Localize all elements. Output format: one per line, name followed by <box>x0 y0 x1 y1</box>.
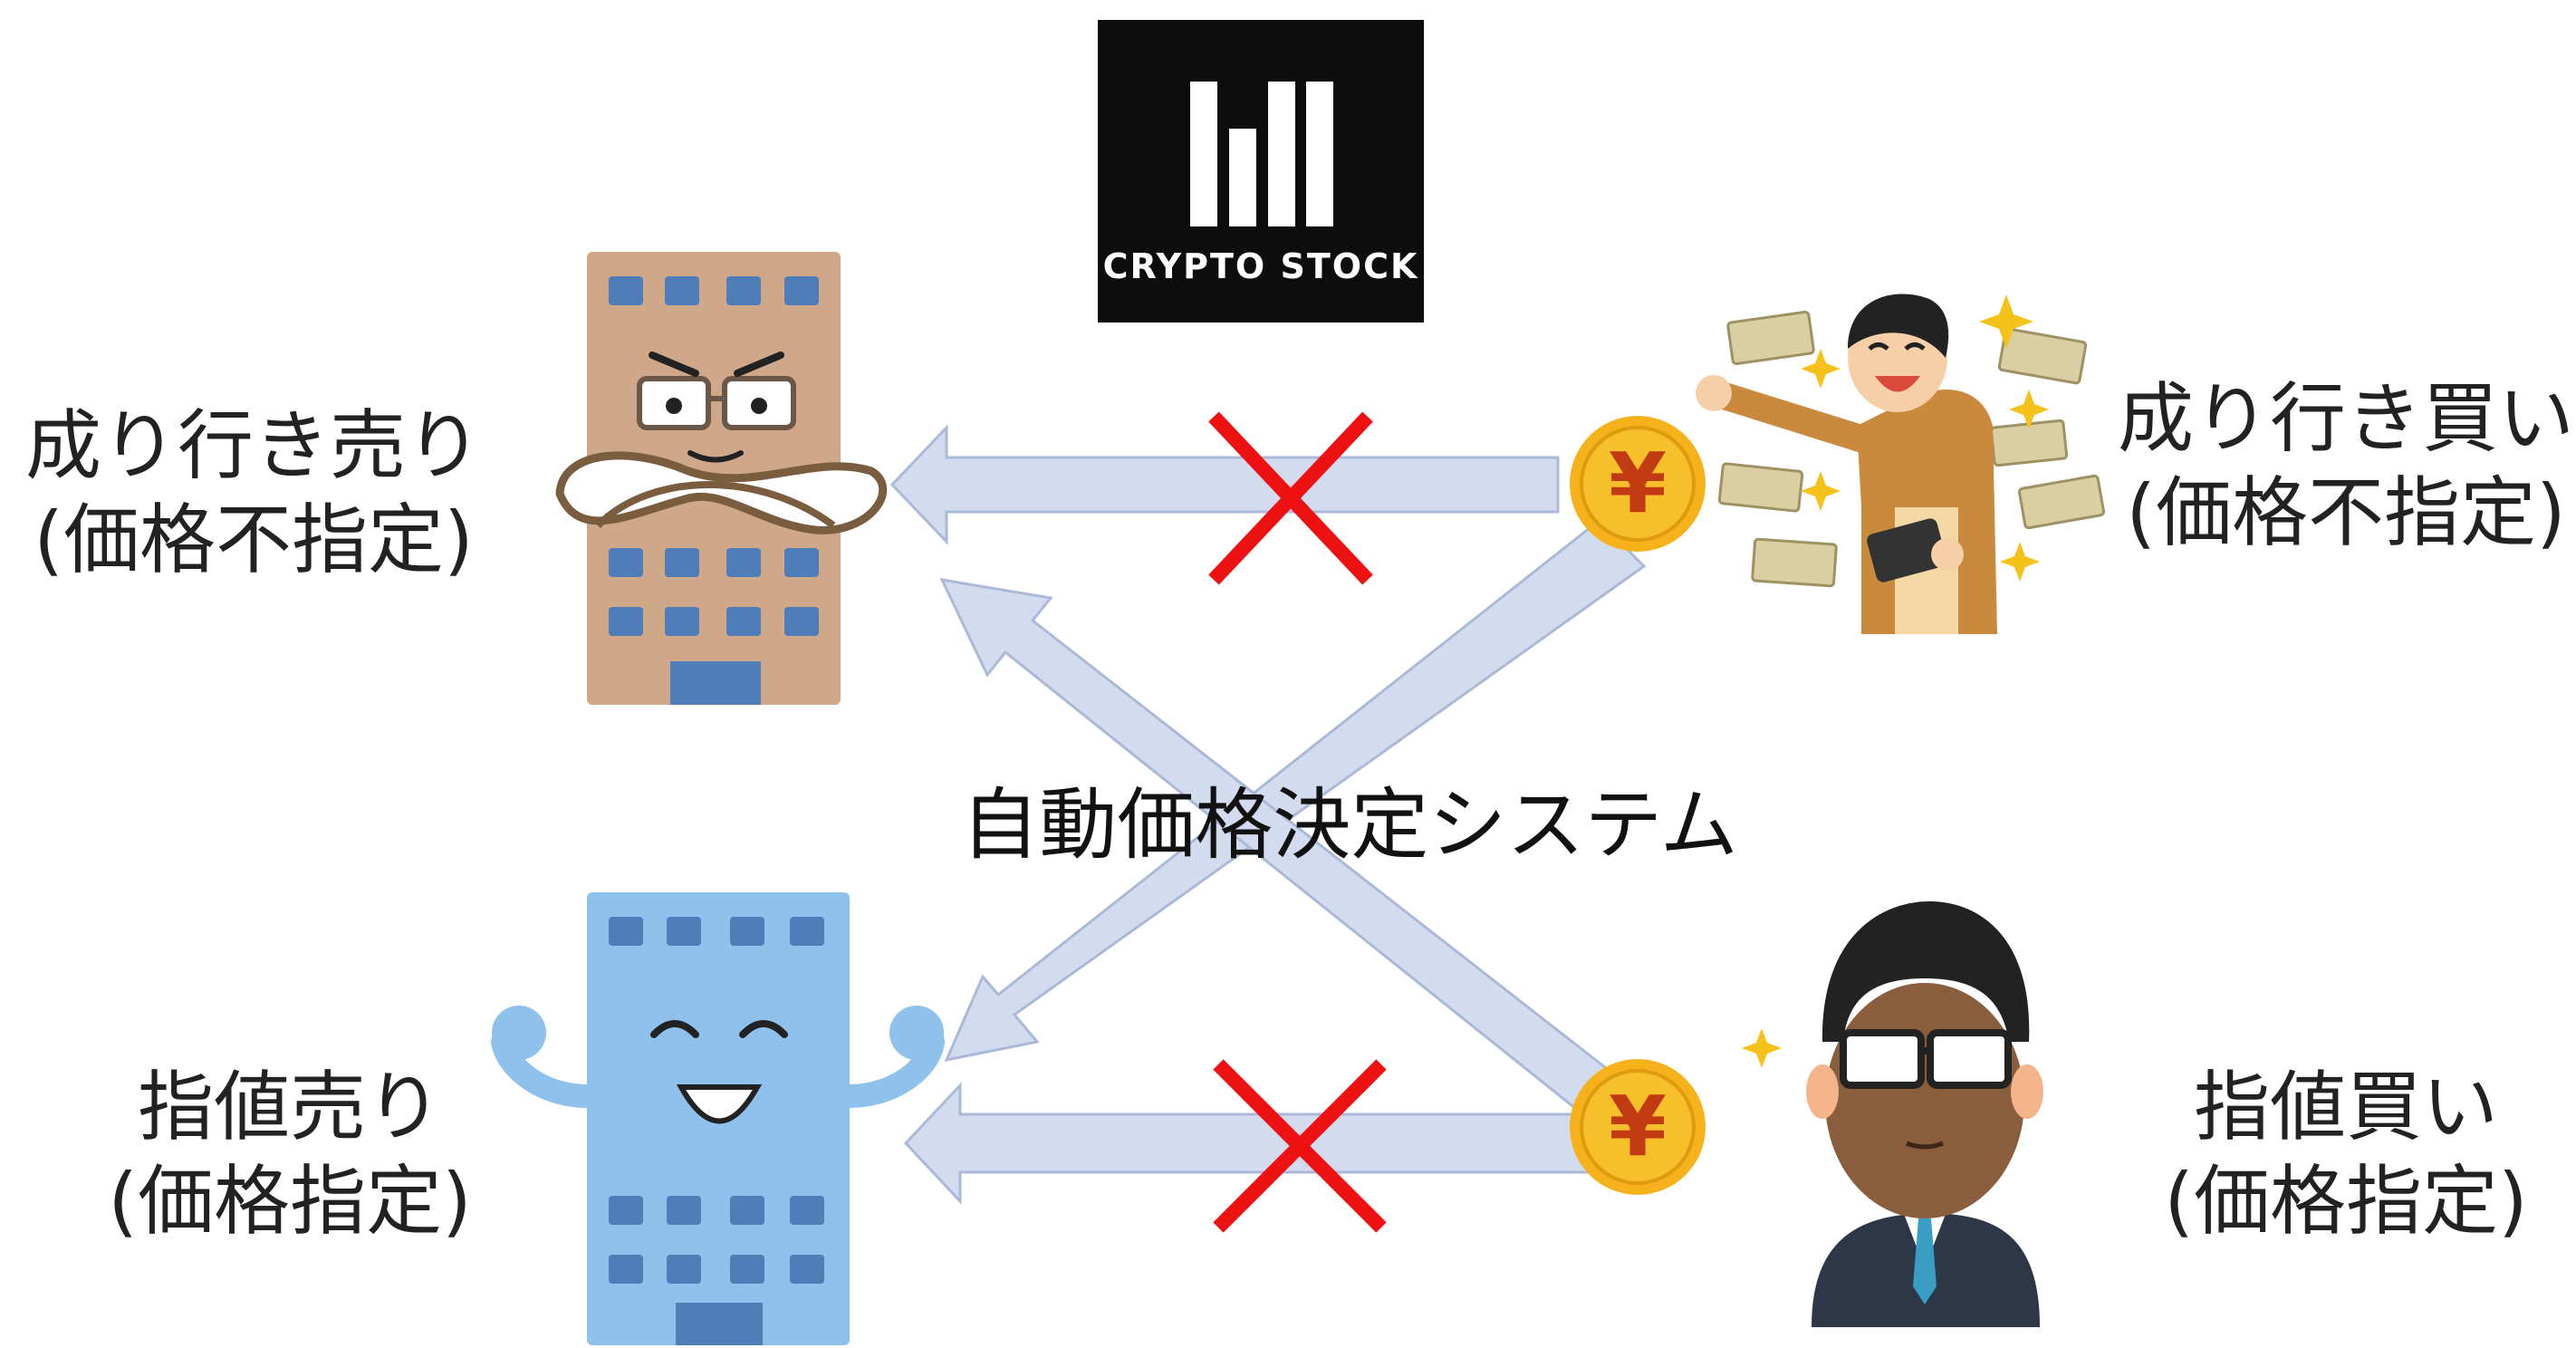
market-buy-subtitle: (価格不指定) <box>2126 468 2566 557</box>
businessman-with-glasses-icon <box>1742 901 2043 1327</box>
market-sell-subtitle: (価格不指定) <box>34 496 474 584</box>
arrow-market-buy-to-limit-sell <box>944 518 1647 1063</box>
auto-pricing-system-label: 自動価格決定システム <box>961 780 1738 871</box>
yen-symbol: ¥ <box>1608 1078 1667 1175</box>
market-buy-title: 成り行き買い <box>2117 374 2574 463</box>
limit-buy-label: 指値買い (価格指定) <box>2147 1060 2545 1248</box>
limit-sell-subtitle: (価格指定) <box>108 1157 472 1246</box>
crypto-stock-logo: CRYPTO STOCK <box>1098 20 1424 323</box>
limit-sell-label: 指値売り (価格指定) <box>100 1060 480 1248</box>
market-buy-label: 成り行き買い (価格不指定) <box>2110 371 2576 560</box>
rich-man-throwing-money-icon <box>1696 294 2106 634</box>
market-sell-label: 成り行き売り (価格不指定) <box>18 399 489 587</box>
logo-text: CRYPTO STOCK <box>1102 246 1419 286</box>
arrow-limit-buy-to-market-sell <box>939 578 1633 1126</box>
yen-symbol: ¥ <box>1608 435 1667 532</box>
arrow-limit-buy-to-limit-sell <box>903 1082 1623 1205</box>
grumpy-building-icon <box>555 252 888 705</box>
limit-buy-subtitle: (価格指定) <box>2164 1157 2528 1246</box>
red-x-icon <box>1213 1059 1387 1233</box>
yen-coin-icon <box>1570 416 1706 1195</box>
limit-buy-title: 指値買い <box>2193 1063 2498 1151</box>
limit-sell-title: 指値売り <box>137 1063 442 1151</box>
happy-building-icon <box>491 892 945 1345</box>
market-sell-title: 成り行き売り <box>24 401 482 490</box>
arrow-market-buy-to-market-sell <box>889 424 1560 545</box>
bar-chart-logo-icon <box>1190 82 1333 226</box>
red-x-icon <box>1208 411 1373 585</box>
